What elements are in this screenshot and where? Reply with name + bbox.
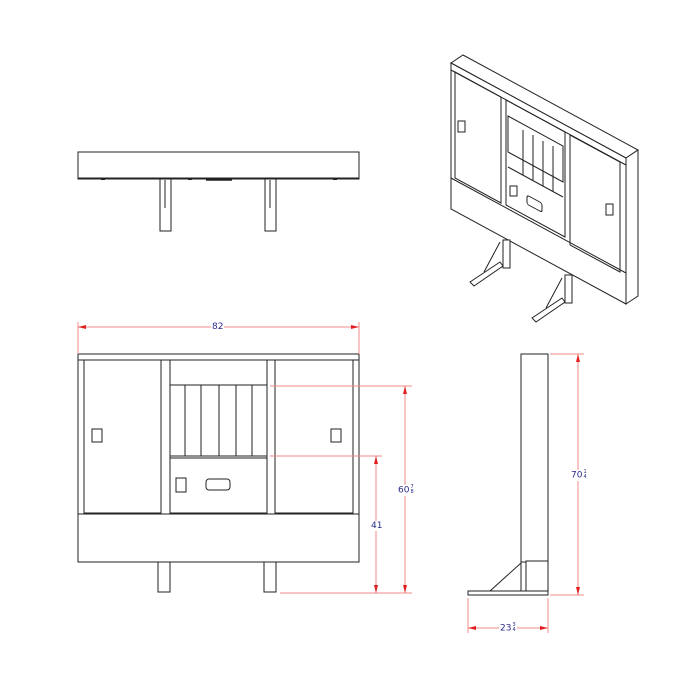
side-view <box>467 353 549 596</box>
dimension-depth-whole: 23 <box>500 623 512 634</box>
dimension-height-side-whole: 70 <box>571 470 583 481</box>
top-view <box>77 151 360 232</box>
dimension-height-front-whole: 60 <box>398 485 410 496</box>
dimension-width-value: 82 <box>212 322 224 332</box>
dimension-width: 82 <box>211 322 225 332</box>
fraction-denominator: 4 <box>512 627 516 633</box>
fraction-numerator: 1 <box>583 469 587 475</box>
fraction-numerator: 3 <box>512 622 516 628</box>
fraction-denominator: 4 <box>583 474 587 480</box>
fraction-numerator: 7 <box>410 484 414 490</box>
fraction-denominator: 8 <box>410 489 414 495</box>
front-view <box>77 353 360 593</box>
dimension-lower-height-value: 41 <box>371 521 383 531</box>
isometric-view <box>450 54 639 323</box>
dimension-lower-height: 41 <box>370 521 384 531</box>
